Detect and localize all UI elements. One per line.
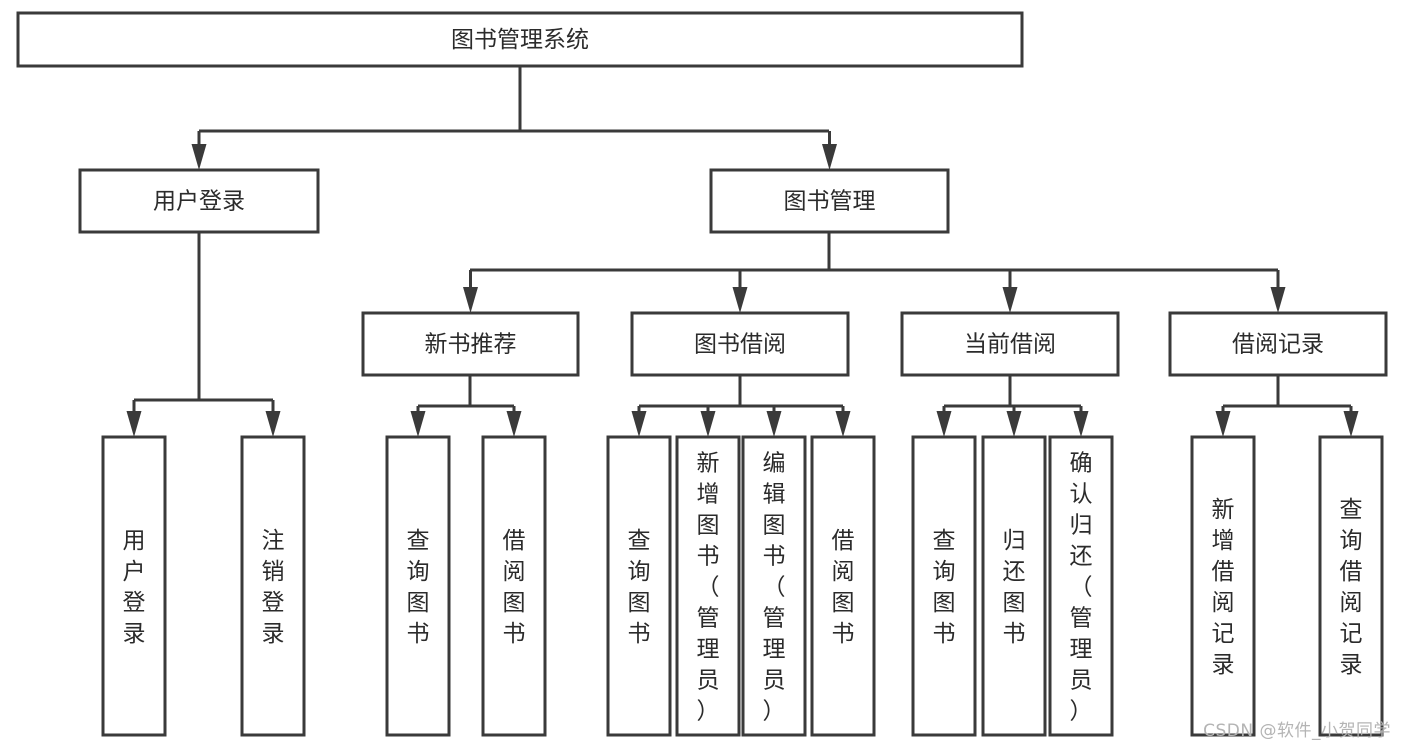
- node-label: 编辑图书（管理员）: [763, 451, 786, 725]
- node-user-login[interactable]: 用户登录: [78, 168, 320, 234]
- edge-current-borrow-to-leaf-cur-confirm: [1073, 406, 1089, 437]
- node-label: 新书推荐: [425, 332, 517, 358]
- csdn-watermark: CSDN @软件_小贺同学: [1203, 721, 1391, 741]
- edge-borrow-record-to-leaf-rec-add: [1215, 406, 1231, 437]
- node-leaf-cur-query[interactable]: 查询图书: [911, 435, 977, 737]
- edge-book-manage-to-new-book-rec: [463, 270, 478, 313]
- edge-user-login-to-leaf-user-logout: [265, 400, 281, 437]
- edge-book-manage-to-current-borrow: [1002, 270, 1018, 313]
- edge-current-borrow-to-leaf-cur-return: [1006, 406, 1022, 437]
- node-leaf-rec-borrow[interactable]: 借阅图书: [481, 435, 547, 737]
- edge-root-to-book-manage: [822, 131, 837, 170]
- node-label: 借阅图书: [503, 528, 526, 647]
- node-label: 查询图书: [628, 528, 651, 647]
- edge-book-borrow-to-leaf-borrow-edit: [766, 406, 782, 437]
- node-label: 图书借阅: [694, 332, 786, 358]
- node-label: 用户登录: [123, 528, 146, 647]
- node-label: 注销登录: [262, 528, 285, 647]
- node-borrow-record[interactable]: 借阅记录: [1168, 311, 1388, 377]
- node-label: 查询图书: [407, 528, 430, 647]
- edge-new-book-rec-to-leaf-rec-borrow: [506, 406, 522, 437]
- node-label: 借阅记录: [1232, 332, 1324, 358]
- node-leaf-user-logout[interactable]: 注销登录: [240, 435, 306, 737]
- node-leaf-cur-confirm[interactable]: 确认归还（管理员）: [1048, 435, 1114, 737]
- node-label: 当前借阅: [964, 332, 1056, 358]
- edge-user-login-to-leaf-user-login: [126, 400, 142, 437]
- node-label: 用户登录: [153, 189, 245, 215]
- edge-new-book-rec-to-leaf-rec-query: [410, 406, 426, 437]
- node-label: 借阅图书: [832, 528, 855, 647]
- node-layer: 图书管理系统用户登录图书管理新书推荐图书借阅当前借阅借阅记录用户登录注销登录查询…: [16, 11, 1388, 737]
- node-label: 查询借阅记录: [1340, 497, 1363, 678]
- node-label: 新增借阅记录: [1212, 497, 1235, 678]
- connector-bus-newbookrec: [418, 375, 514, 408]
- node-label: 新增图书（管理员）: [697, 451, 720, 725]
- edge-book-borrow-to-leaf-borrow-add: [700, 406, 716, 437]
- node-leaf-borrow-edit[interactable]: 编辑图书（管理员）: [741, 435, 807, 737]
- node-label: 图书管理系统: [451, 27, 589, 53]
- connector-bus-userlogin: [134, 232, 273, 402]
- node-leaf-borrow-lend[interactable]: 借阅图书: [810, 435, 876, 737]
- connector-bus-bookmanage: [470, 232, 1278, 272]
- edge-borrow-record-to-leaf-rec-query2: [1343, 406, 1359, 437]
- node-leaf-borrow-query[interactable]: 查询图书: [606, 435, 672, 737]
- connector-bus-currentborrow: [944, 375, 1081, 408]
- node-root[interactable]: 图书管理系统: [16, 11, 1024, 68]
- edge-root-to-user-login: [191, 131, 207, 170]
- connector-layer: [126, 66, 1359, 437]
- edge-book-borrow-to-leaf-borrow-query: [631, 406, 647, 437]
- node-book-borrow[interactable]: 图书借阅: [630, 311, 850, 377]
- connector-bus-root: [199, 66, 829, 133]
- node-leaf-rec-query[interactable]: 查询图书: [385, 435, 451, 737]
- node-leaf-cur-return[interactable]: 归还图书: [981, 435, 1047, 737]
- connector-bus-borrowrecord: [1223, 375, 1351, 408]
- edge-book-manage-to-borrow-record: [1270, 270, 1286, 313]
- node-leaf-rec-query2[interactable]: 查询借阅记录: [1318, 435, 1384, 737]
- node-leaf-borrow-add[interactable]: 新增图书（管理员）: [675, 435, 741, 737]
- connector-bus-bookborrow: [639, 375, 843, 408]
- edge-book-manage-to-book-borrow: [732, 270, 748, 313]
- node-leaf-rec-add[interactable]: 新增借阅记录: [1190, 435, 1256, 737]
- node-label: 归还图书: [1003, 528, 1026, 647]
- edge-current-borrow-to-leaf-cur-query: [936, 406, 952, 437]
- edge-book-borrow-to-leaf-borrow-lend: [835, 406, 851, 437]
- node-label: 查询图书: [933, 528, 956, 647]
- node-book-manage[interactable]: 图书管理: [709, 168, 950, 234]
- node-current-borrow[interactable]: 当前借阅: [900, 311, 1120, 377]
- node-label: 图书管理: [784, 189, 876, 215]
- node-leaf-user-login[interactable]: 用户登录: [101, 435, 167, 737]
- node-new-book-rec[interactable]: 新书推荐: [361, 311, 580, 377]
- node-label: 确认归还（管理员）: [1070, 451, 1093, 725]
